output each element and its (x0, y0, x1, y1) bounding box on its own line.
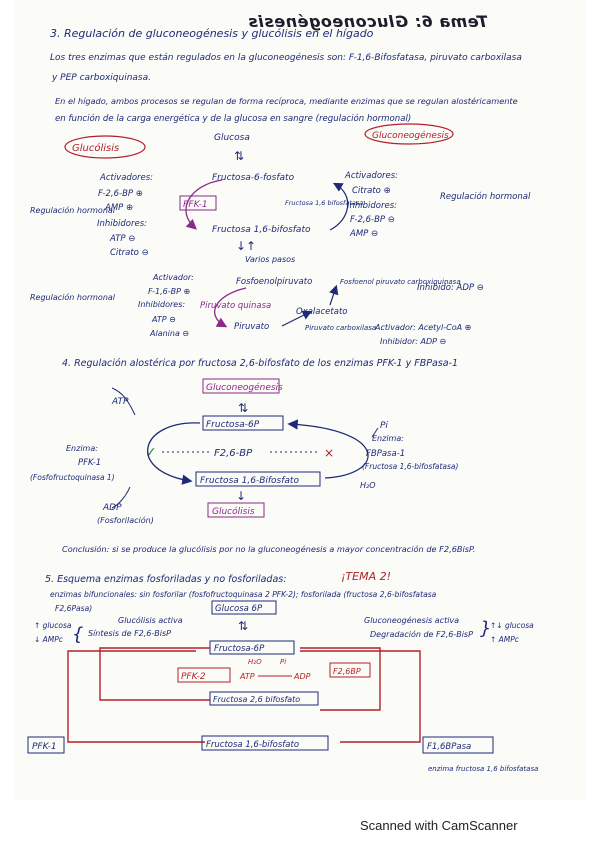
gluconeogenesis-circle (364, 123, 454, 145)
svg-text:Enzima:: Enzima: (66, 444, 98, 453)
s4-f26bp: F2,6-BP (214, 448, 253, 459)
svg-text:ADP: ADP (102, 503, 122, 513)
svg-text:Activador: Acetyl-CoA ⊕: Activador: Acetyl-CoA ⊕ (374, 323, 471, 332)
svg-text:✓: ✓ (145, 445, 157, 461)
intro-line-4: en función de la carga energética y de l… (55, 113, 411, 124)
svg-text:Síntesis de F2,6-BisP: Síntesis de F2,6-BisP (88, 629, 171, 638)
s4-glucolysis: Glucólisis (212, 506, 255, 517)
svg-text:Fructosa 1,6-bifosfato: Fructosa 1,6-bifosfato (206, 740, 299, 750)
pep-carboxykinase: Fosfoenol piruvato carboxiquinasa (340, 278, 461, 286)
svg-text:PFK-2: PFK-2 (181, 672, 206, 682)
svg-text:Inhibidores:: Inhibidores: (347, 201, 397, 211)
glucosa-label: Glucosa (214, 133, 250, 143)
svg-text:F2,6Pasa): F2,6Pasa) (55, 604, 92, 613)
pyruvate-carboxylase: Piruvato carboxilasa (305, 324, 376, 332)
svg-text:F-2,6-BP ⊕: F-2,6-BP ⊕ (98, 189, 143, 199)
svg-text:⇅: ⇅ (238, 619, 248, 633)
svg-text:(Fosforilación): (Fosforilación) (97, 515, 154, 525)
svg-text:PFK-1: PFK-1 (78, 458, 101, 468)
svg-text:PFK-1: PFK-1 (32, 742, 57, 752)
svg-text:ATP: ATP (239, 672, 255, 681)
svg-text:↓: ↓ (236, 489, 246, 503)
svg-text:F1,6BPasa: F1,6BPasa (427, 742, 471, 752)
svg-text:Pi: Pi (380, 421, 388, 431)
svg-text:F2,6BP: F2,6BP (333, 667, 361, 676)
section3-heading: 3. Regulación de gluconeogénesis y glucó… (50, 27, 374, 40)
camscanner-footer: Scanned with CamScanner (360, 818, 518, 833)
svg-text:Gluconeogénesis activa: Gluconeogénesis activa (364, 615, 459, 625)
svg-text:↓ AMPc: ↓ AMPc (34, 635, 64, 644)
svg-text:Activadores:: Activadores: (344, 171, 398, 181)
svg-text:ATP ⊖: ATP ⊖ (109, 234, 135, 244)
s4-gluconeo: Gluconeogénesis (206, 382, 283, 393)
svg-text:enzimas bifuncionales: sin fos: enzimas bifuncionales: sin fosforilar (f… (50, 590, 437, 599)
svg-text:Inhibidor: ADP ⊖: Inhibidor: ADP ⊖ (380, 337, 446, 346)
svg-text:Inhibidores:: Inhibidores: (138, 300, 185, 309)
svg-text:ATP ⊖: ATP ⊖ (151, 315, 176, 324)
svg-text:Pi: Pi (280, 658, 286, 666)
pep-label: Fosfoenolpiruvato (236, 277, 312, 287)
glucolysis-circle (64, 135, 146, 159)
hormonal-reg-left-2: Regulación hormonal (30, 292, 116, 302)
svg-text:Glucólisis activa: Glucólisis activa (118, 615, 183, 625)
pfk1-label: PFK-1 (183, 200, 208, 210)
pyruvate-kinase: Piruvato quinasa (200, 301, 271, 311)
oxalacetato-label: Oxalacetato (296, 307, 347, 317)
tema2: ¡TEMA 2! (341, 570, 391, 583)
s4-f6p: Fructosa-6P (206, 420, 260, 430)
svg-text:Citrato ⊕: Citrato ⊕ (352, 186, 391, 196)
svg-text:(Fructosa 1,6-bifosfatasa): (Fructosa 1,6-bifosfatasa) (362, 462, 459, 471)
hormonal-reg-left-1: Regulación hormonal (30, 205, 116, 215)
svg-text:⇅: ⇅ (234, 149, 244, 163)
svg-text:F-2,6-BP ⊖: F-2,6-BP ⊖ (350, 215, 395, 225)
conclusion: Conclusión: si se produce la glucólisis … (62, 544, 475, 554)
svg-text:{: { (72, 624, 83, 645)
svg-text:Inhibidores:: Inhibidores: (97, 219, 147, 229)
intro-line-3: En el hígado, ambos procesos se regulan … (55, 96, 518, 106)
svg-text:Enzima:: Enzima: (372, 434, 404, 443)
svg-text:Fructosa-6P: Fructosa-6P (214, 644, 265, 654)
intro-line-2: y PEP carboxiquinasa. (51, 73, 151, 83)
section4-heading: 4. Regulación alostérica por fructosa 2,… (62, 358, 458, 369)
svg-text:H₂O: H₂O (248, 658, 262, 666)
f16-label: Fructosa 1,6-bifosfato (212, 225, 311, 235)
svg-text:↑ glucosa: ↑ glucosa (34, 621, 72, 630)
s4-f16bp: Fructosa 1,6-Bifosfato (200, 476, 299, 486)
svg-text:ADP: ADP (293, 672, 311, 681)
svg-text:Citrato ⊖: Citrato ⊖ (110, 248, 149, 258)
svg-text:Glucosa 6P: Glucosa 6P (215, 604, 263, 614)
svg-text:H₂O: H₂O (360, 481, 376, 490)
svg-text:Degradación de F2,6-BisP: Degradación de F2,6-BisP (370, 629, 473, 639)
svg-text:↓↑: ↓↑ (236, 239, 256, 253)
svg-text:Fructosa 2,6 bifosfato: Fructosa 2,6 bifosfato (213, 695, 300, 704)
svg-text:Inhibido: ADP ⊖: Inhibido: ADP ⊖ (417, 283, 484, 293)
intro-line-1: Los tres enzimas que están regulados en … (50, 52, 522, 63)
svg-text:×: × (324, 446, 334, 460)
svg-text:Activadores:: Activadores: (99, 173, 153, 183)
svg-text:AMP ⊕: AMP ⊕ (104, 203, 133, 213)
varios-pasos: Varios pasos (245, 255, 295, 264)
svg-text:Alanina ⊖: Alanina ⊖ (149, 329, 189, 338)
svg-text:⇅: ⇅ (238, 401, 248, 415)
svg-text:}: } (480, 618, 491, 639)
svg-text:↑ AMPc: ↑ AMPc (490, 635, 520, 644)
f16asa-label: Fructosa 1,6 bifosfatasa (285, 199, 363, 207)
gluconeogenesis-label: Gluconeogénesis (372, 130, 449, 141)
svg-text:enzima fructosa 1,6 bifosfatas: enzima fructosa 1,6 bifosfatasa (428, 765, 538, 773)
hormonal-reg-right: Regulación hormonal (440, 191, 531, 202)
svg-text:FBPasa-1: FBPasa-1 (366, 449, 405, 459)
glucolysis-label: Glucólisis (72, 142, 119, 154)
svg-text:↑↓ glucosa: ↑↓ glucosa (490, 621, 534, 630)
svg-text:(Fosfofructoquinasa 1): (Fosfofructoquinasa 1) (30, 473, 115, 482)
scanned-page (14, 0, 585, 800)
piruvato-label: Piruvato (234, 322, 269, 332)
svg-text:F-1,6-BP ⊕: F-1,6-BP ⊕ (148, 287, 190, 296)
svg-text:ATP: ATP (111, 397, 129, 407)
f6p-label: Fructosa-6-fosfato (212, 173, 295, 183)
section5-heading: 5. Esquema enzimas fosforiladas y no fos… (45, 574, 286, 585)
svg-text:AMP ⊖: AMP ⊖ (349, 229, 378, 239)
svg-text:Activador:: Activador: (152, 273, 194, 282)
